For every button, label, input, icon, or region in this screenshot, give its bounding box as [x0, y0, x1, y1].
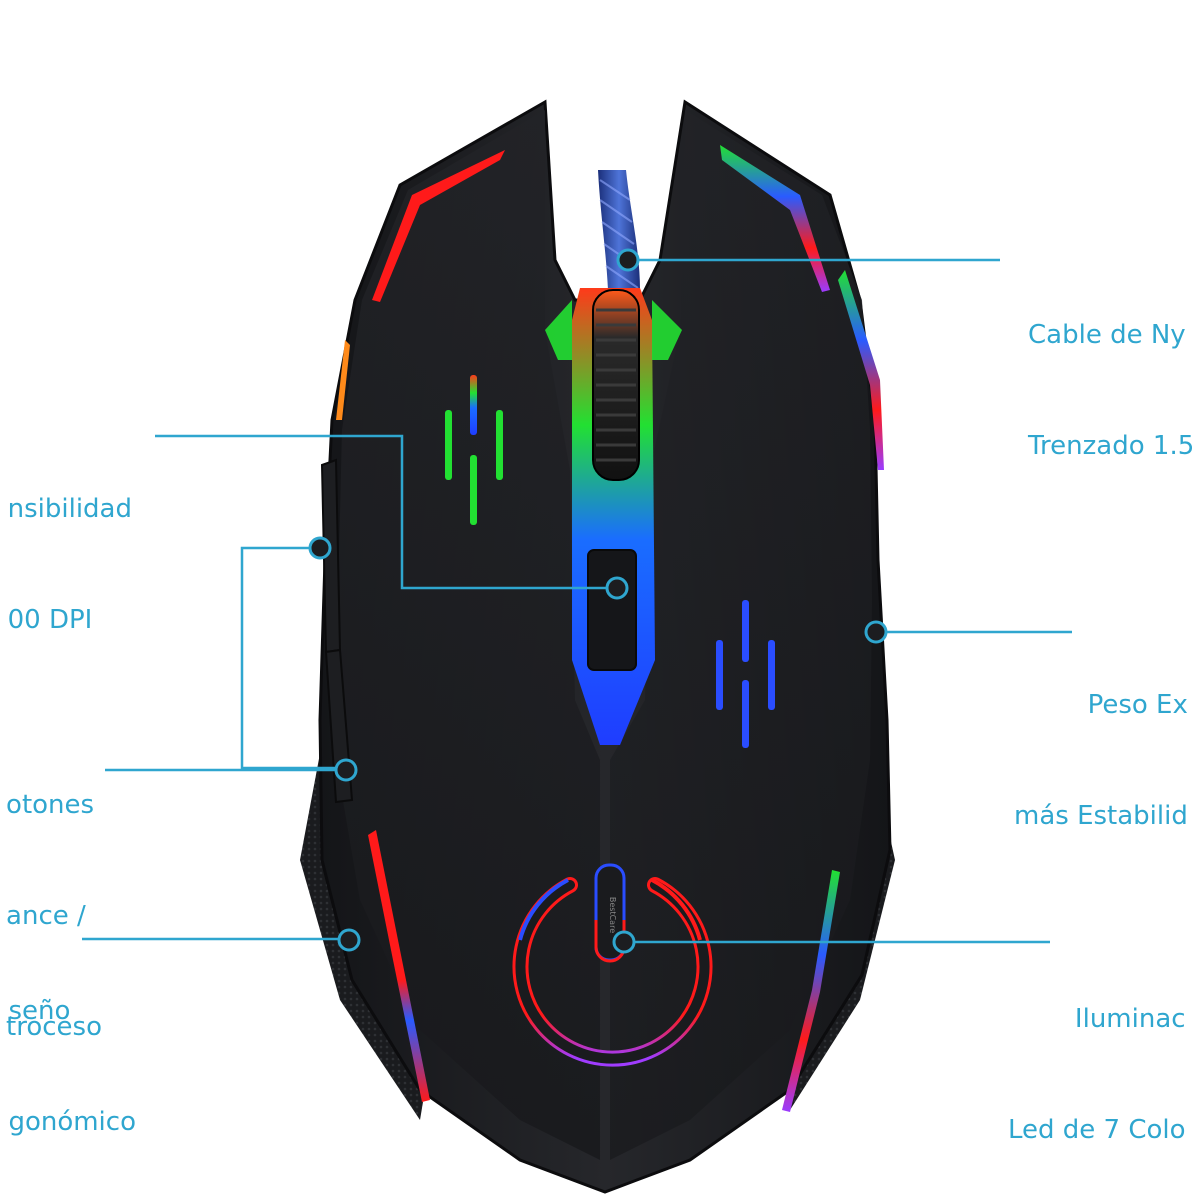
right-rim-led	[782, 870, 840, 1112]
callout-lines	[82, 258, 1072, 944]
callout-peso-line-1: Peso Ex	[1087, 690, 1188, 720]
callout-ilum-line-1: Iluminac	[1074, 1004, 1186, 1034]
callout-botones: otones ance / troceso	[6, 713, 102, 1083]
callout-cable-line-1: Cable de Ny	[1028, 320, 1186, 350]
callout-botones-line-3: troceso	[6, 1012, 102, 1042]
right-led-accent	[720, 145, 830, 292]
green-led-bars	[445, 375, 503, 525]
callout-iluminacion: Iluminac Led de 7 Colo	[1008, 927, 1186, 1186]
callout-cable-line-2: Trenzado 1.5	[1028, 431, 1195, 461]
blue-led-bars	[716, 600, 775, 748]
callout-markers	[308, 248, 888, 954]
callout-sens-line-1: nsibilidad	[7, 494, 132, 524]
callout-diseno-line-2: gonómico	[8, 1107, 136, 1137]
callout-diseno-line-1: seño	[8, 996, 71, 1026]
callout-cable: Cable de Ny Trenzado 1.5	[1028, 243, 1194, 502]
callout-botones-line-2: ance /	[6, 901, 86, 931]
brand-text: BestCare	[608, 897, 617, 933]
callout-sensibilidad: nsibilidad 00 DPI	[8, 417, 132, 676]
left-rim-led	[368, 830, 430, 1102]
callout-sens-line-2: 00 DPI	[7, 605, 93, 635]
left-shell	[336, 110, 600, 1160]
callout-botones-line-1: otones	[6, 790, 95, 820]
callout-peso: Peso Ex más Estabilid	[1014, 613, 1188, 872]
braided-cable	[598, 170, 640, 290]
dpi-button	[587, 549, 637, 671]
callout-peso-line-2: más Estabilid	[1014, 801, 1188, 831]
callout-ilum-line-2: Led de 7 Colo	[1008, 1115, 1186, 1145]
left-led-accent	[372, 150, 505, 302]
callout-diseno: seño gonómico	[8, 919, 136, 1178]
